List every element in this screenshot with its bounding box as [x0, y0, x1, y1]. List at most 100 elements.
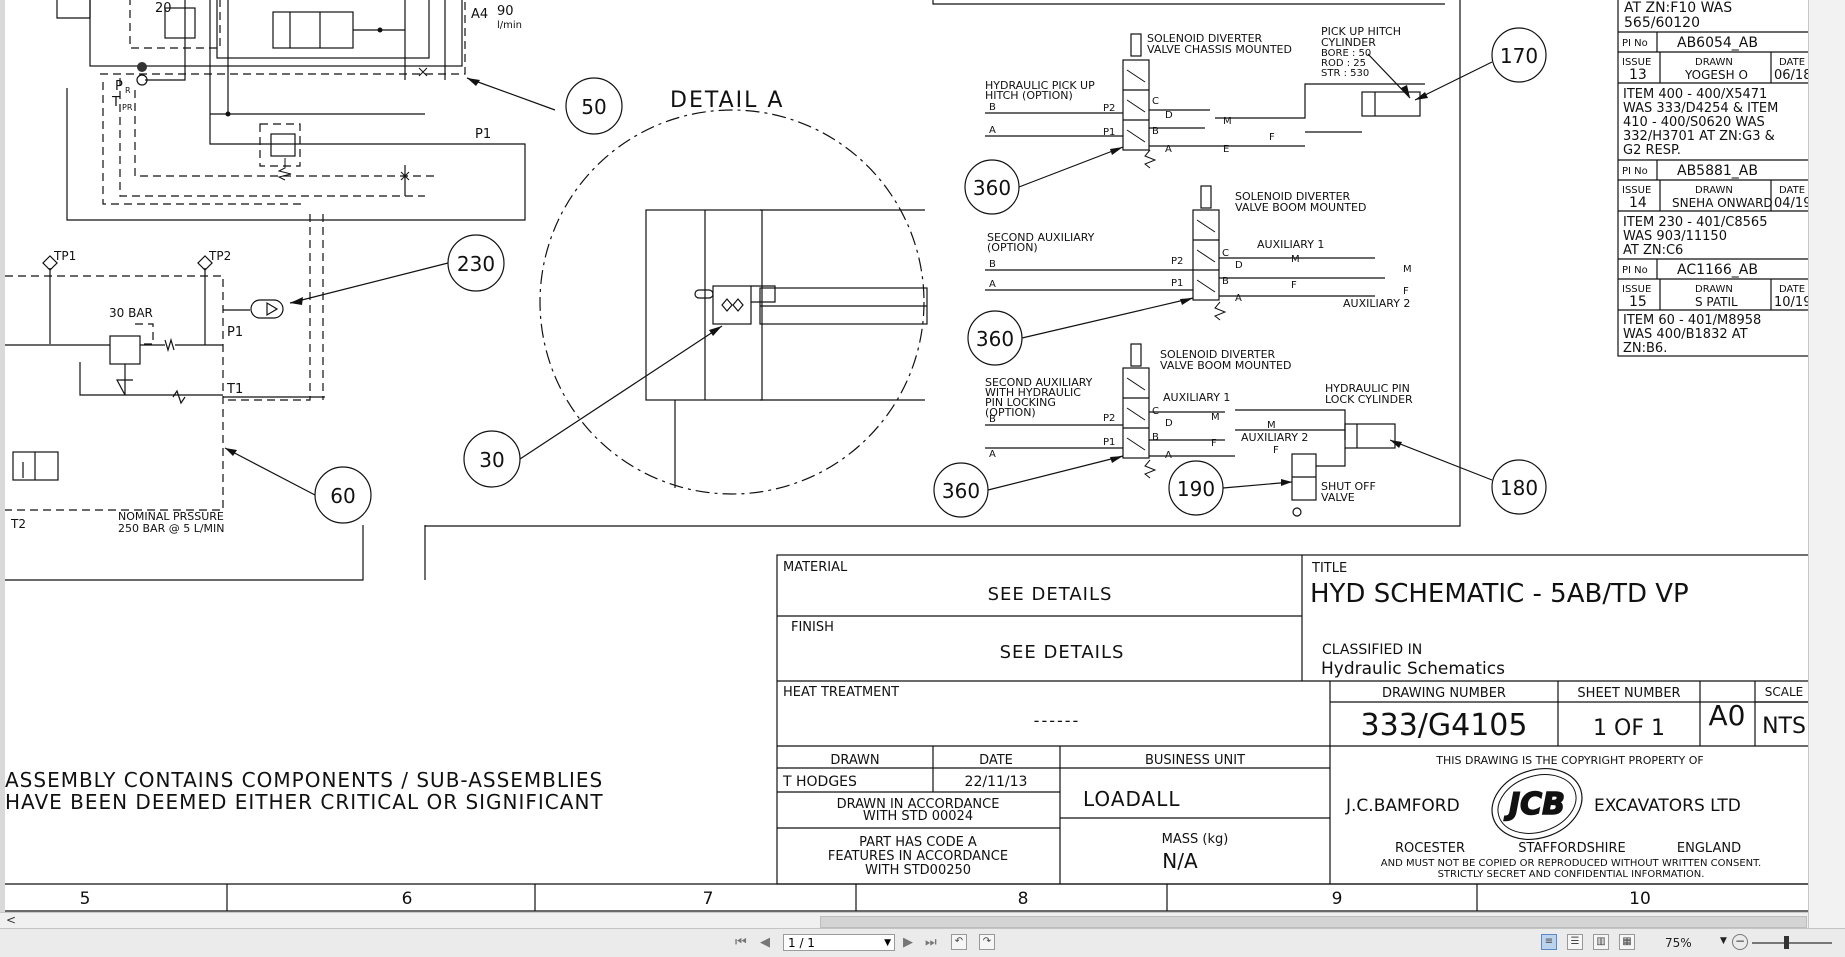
single-page-view-icon[interactable]: ≡ — [1541, 934, 1557, 950]
label-shutoff-1: SHUT OFF — [1321, 480, 1376, 493]
rev15-note-3: ZN:B6. — [1623, 341, 1667, 356]
rev13-issue: 13 — [1629, 67, 1647, 83]
port-b-3r: B — [1152, 432, 1159, 443]
rev13-note-1: ITEM 400 - 400/X5471 — [1623, 87, 1767, 102]
port-m-1: M — [1223, 116, 1232, 127]
detail-a-label: DETAIL A — [670, 88, 784, 113]
rev15-drawn: S PATIL — [1695, 295, 1738, 309]
label-pr: P — [115, 79, 123, 94]
port-f-2: F — [1291, 280, 1297, 291]
drawn-by: T HODGES — [782, 774, 857, 790]
copyright-line3: STRICTLY SECRET AND CONFIDENTIAL INFORMA… — [1438, 869, 1705, 880]
previous-page-icon[interactable]: ◀ — [760, 935, 770, 950]
copyright-line1: THIS DRAWING IS THE COPYRIGHT PROPERTY O… — [1435, 754, 1703, 767]
balloon-360-mid-label: 360 — [976, 327, 1014, 351]
port-m-3r: M — [1267, 420, 1276, 431]
title-block: MATERIAL SEE DETAILS FINISH SEE DETAILS … — [776, 554, 1813, 885]
continuous-view-icon[interactable]: ☰ — [1567, 934, 1583, 950]
page-number-field[interactable]: 1 / 1 ▼ — [783, 934, 895, 951]
zone-col-10: 10 — [1629, 889, 1651, 909]
company-left: J.C.BAMFORD — [1345, 796, 1460, 816]
page-dropdown-icon[interactable]: ▼ — [884, 938, 891, 948]
balloon-170[interactable] — [1491, 27, 1547, 83]
label-nominal-2: 250 BAR @ 5 L/MIN — [118, 522, 225, 535]
port-b-3: B — [989, 414, 996, 425]
sheet-number: 1 OF 1 — [1593, 716, 1665, 741]
port-f-3r: F — [1273, 445, 1279, 456]
viewer-toolbar: ⏮ ◀ 1 / 1 ▼ ▶ ⏭ ↶ ↷ ≡ ☰ ▥ ▦ 75% ▼ − — [0, 928, 1845, 957]
label-pinlock-1: HYDRAULIC PIN — [1325, 382, 1410, 395]
balloon-180[interactable] — [1491, 459, 1547, 515]
right-schematic — [5, 0, 1461, 581]
label-sol2-1: SOLENOID DIVERTER — [1235, 190, 1351, 203]
rev14-drawn: SNEHA ONWARD — [1672, 196, 1773, 210]
zoom-dropdown-icon[interactable]: ▼ — [1720, 936, 1727, 946]
label-pickup-2: CYLINDER — [1321, 36, 1376, 49]
continuous-facing-view-icon[interactable]: ▦ — [1619, 934, 1635, 950]
balloon-50[interactable] — [565, 77, 623, 135]
port-b-1r: B — [1152, 126, 1159, 137]
label-sol1-1: SOLENOID DIVERTER — [1147, 32, 1263, 45]
zone-col-9: 9 — [1332, 889, 1343, 909]
label-p1-top: P1 — [475, 127, 491, 142]
balloons-left: 50 230 60 30 — [289, 77, 723, 524]
port-a-1: A — [989, 125, 996, 136]
port-c-3: C — [1152, 406, 1159, 417]
part-code-line1: PART HAS CODE A — [859, 835, 977, 850]
rev13-pi-label: PI No — [1622, 38, 1648, 49]
drawing-number-label: DRAWING NUMBER — [1382, 686, 1506, 701]
rev14-pi-label: PI No — [1622, 166, 1648, 177]
port-a-1r: A — [1165, 144, 1172, 155]
port-a-2r: A — [1235, 293, 1242, 304]
balloon-60[interactable] — [314, 466, 372, 524]
rev15-date: 10/19 — [1774, 295, 1811, 310]
scale-label: SCALE — [1765, 685, 1803, 699]
zoom-out-icon[interactable]: − — [1732, 934, 1748, 950]
facing-view-icon[interactable]: ▥ — [1593, 934, 1609, 950]
location-staffordshire: STAFFORDSHIRE — [1518, 841, 1625, 856]
next-page-icon[interactable]: ▶ — [903, 935, 913, 950]
jcb-logo: JCB — [1491, 768, 1583, 840]
port-f-2r: F — [1403, 286, 1409, 297]
balloon-360-bottom-label: 360 — [942, 479, 980, 503]
copyright-line2: AND MUST NOT BE COPIED OR REPRODUCED WIT… — [1381, 858, 1761, 869]
label-aux2-mid: AUXILIARY 2 — [1343, 297, 1410, 310]
label-30-bar: 30 BAR — [109, 306, 153, 320]
label-90: 90 — [497, 4, 514, 19]
last-page-icon[interactable]: ⏭ — [925, 935, 937, 950]
page-number-value: 1 / 1 — [788, 936, 815, 950]
prev-view-icon[interactable]: ↶ — [951, 934, 967, 950]
vertical-scrollbar[interactable] — [1808, 0, 1845, 928]
finish-value: SEE DETAILS — [1000, 642, 1125, 663]
label-second-aux-lock-1: SECOND AUXILIARY — [985, 376, 1093, 389]
label-sol1-2: VALVE CHASSIS MOUNTED — [1147, 43, 1292, 56]
rev13-date: 06/18 — [1774, 68, 1811, 83]
label-sol3-1: SOLENOID DIVERTER — [1160, 348, 1276, 361]
horizontal-scroll-thumb[interactable] — [820, 916, 1807, 928]
balloon-30-label: 30 — [479, 448, 504, 472]
mass-value: N/A — [1162, 849, 1198, 873]
port-p2-1: P2 — [1103, 103, 1115, 114]
sheet-number-label: SHEET NUMBER — [1577, 686, 1680, 701]
scroll-left-icon[interactable]: < — [6, 913, 17, 927]
port-p1-3: P1 — [1103, 437, 1115, 448]
port-f-1: F — [1269, 132, 1275, 143]
first-page-icon[interactable]: ⏮ — [735, 935, 747, 950]
horizontal-scrollbar[interactable]: < — [0, 912, 1808, 929]
rev13-note-4: 332/H3701 AT ZN:G3 & — [1623, 129, 1775, 144]
zoom-slider-knob[interactable] — [1784, 936, 1789, 949]
rev14-issue-label: ISSUE — [1622, 185, 1651, 196]
label-lmin: l/min — [497, 20, 522, 31]
zoom-level[interactable]: 75% — [1665, 936, 1692, 950]
balloon-190-label: 190 — [1177, 477, 1215, 501]
material-value: SEE DETAILS — [988, 584, 1113, 605]
schematic-svg: 50 230 60 30 20 A4 90 l/min P R T PR P1 … — [5, 0, 1845, 912]
port-p1-1: P1 — [1103, 127, 1115, 138]
zoom-slider[interactable] — [1752, 936, 1832, 949]
drawn-date: 22/11/13 — [965, 774, 1028, 790]
port-e-1: E — [1223, 144, 1229, 155]
next-view-icon[interactable]: ↷ — [979, 934, 995, 950]
drawing-title: HYD SCHEMATIC - 5AB/TD VP — [1310, 579, 1689, 609]
part-code-line3: WITH STD00250 — [865, 863, 971, 878]
label-t2: T2 — [10, 517, 26, 531]
